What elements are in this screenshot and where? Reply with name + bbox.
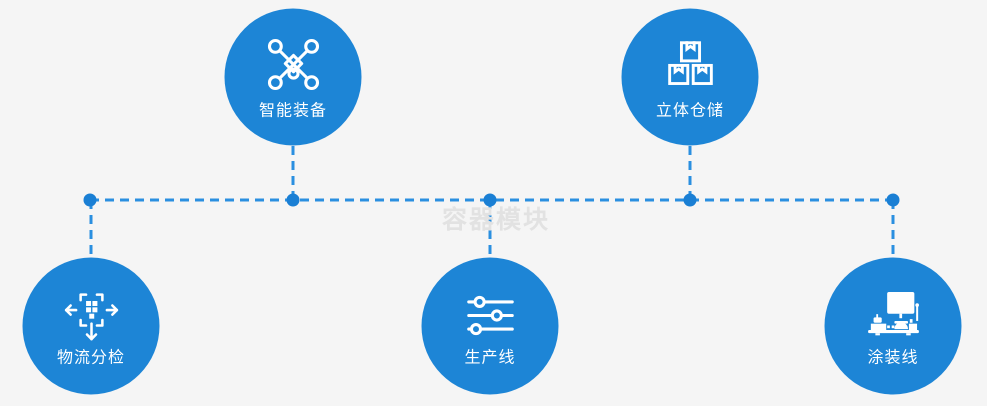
sliders-icon bbox=[466, 295, 514, 335]
bubble-painting[interactable]: 涂装线 bbox=[824, 257, 962, 395]
sorting-arrows-icon bbox=[64, 292, 118, 340]
node-painting[interactable] bbox=[886, 193, 900, 207]
node-production[interactable] bbox=[483, 193, 497, 207]
bubble-warehouse[interactable]: 立体仓储 bbox=[621, 8, 759, 146]
bubble-label: 涂装线 bbox=[867, 349, 919, 366]
bubble-logistics[interactable]: 物流分检 bbox=[22, 257, 160, 395]
bubble-label: 立体仓储 bbox=[655, 102, 724, 119]
bubble-equipment[interactable]: 智能装备 bbox=[224, 8, 362, 146]
stacked-boxes-icon bbox=[667, 40, 713, 85]
bubble-production[interactable]: 生产线 bbox=[421, 257, 559, 395]
bubble-label: 生产线 bbox=[464, 349, 516, 366]
paint-machinery-icon bbox=[867, 291, 919, 335]
node-equipment[interactable] bbox=[286, 193, 300, 207]
watermark-text: 容器模块 bbox=[441, 206, 550, 234]
node-logistics[interactable] bbox=[83, 193, 97, 207]
node-warehouse[interactable] bbox=[683, 193, 697, 207]
bubble-label: 物流分检 bbox=[56, 349, 125, 366]
bubble-label: 智能装备 bbox=[258, 102, 327, 119]
network-nodes-icon bbox=[267, 38, 319, 90]
